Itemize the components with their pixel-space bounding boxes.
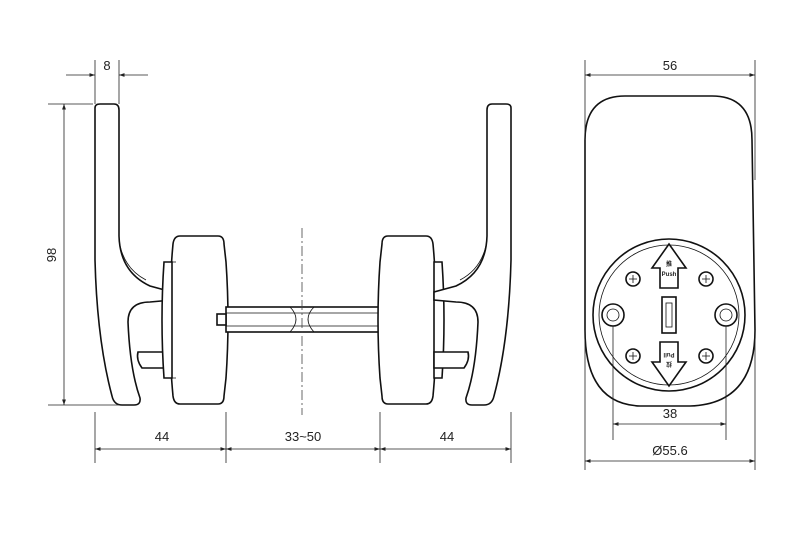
dim-lever-height: 98 <box>44 104 66 405</box>
latch-slot <box>661 296 677 334</box>
dim-left-projection-label: 44 <box>155 429 169 444</box>
dim-rose-width: 56 <box>585 58 755 77</box>
side-view: 8 98 44 33~50 44 <box>44 58 512 463</box>
screw-hole-right <box>714 303 738 327</box>
dim-door-thickness-label: 33~50 <box>285 429 322 444</box>
spindle <box>216 306 391 333</box>
extension-lines <box>48 60 512 463</box>
push-char-label: 推 <box>666 260 672 268</box>
push-arrow-icon: 推 Push <box>650 242 688 289</box>
push-word-label: Push <box>662 272 677 278</box>
front-view: 推 Push Pull 拉 <box>584 58 756 470</box>
front-extension-lines <box>584 60 756 470</box>
dim-lever-height-label: 98 <box>44 248 59 262</box>
screw-bottom-left <box>625 348 641 364</box>
dim-rose-diameter: Ø55.6 <box>585 443 755 463</box>
dim-rose-diameter-label: Ø55.6 <box>652 443 687 458</box>
dim-bottom-chain: 44 33~50 44 <box>95 429 511 451</box>
pull-char-label: 拉 <box>666 360 672 368</box>
pull-word-label: Pull <box>663 351 674 357</box>
right-lever <box>433 103 512 406</box>
left-rose <box>161 235 229 405</box>
screw-top-left <box>625 271 641 287</box>
dim-screw-spacing: 38 <box>613 406 726 426</box>
dim-right-projection-label: 44 <box>440 429 454 444</box>
rose-front: 推 Push Pull 拉 <box>592 238 746 392</box>
screw-top-right <box>698 271 714 287</box>
dim-lever-thickness-label: 8 <box>103 58 110 73</box>
dim-rose-width-label: 56 <box>663 58 677 73</box>
screw-bottom-right <box>698 348 714 364</box>
dim-screw-spacing-label: 38 <box>663 406 677 421</box>
left-lever <box>94 103 173 406</box>
right-rose <box>377 235 445 405</box>
dim-lever-thickness: 8 <box>66 58 148 77</box>
screw-hole-left <box>601 303 625 327</box>
pull-arrow-icon: Pull 拉 <box>650 341 688 388</box>
